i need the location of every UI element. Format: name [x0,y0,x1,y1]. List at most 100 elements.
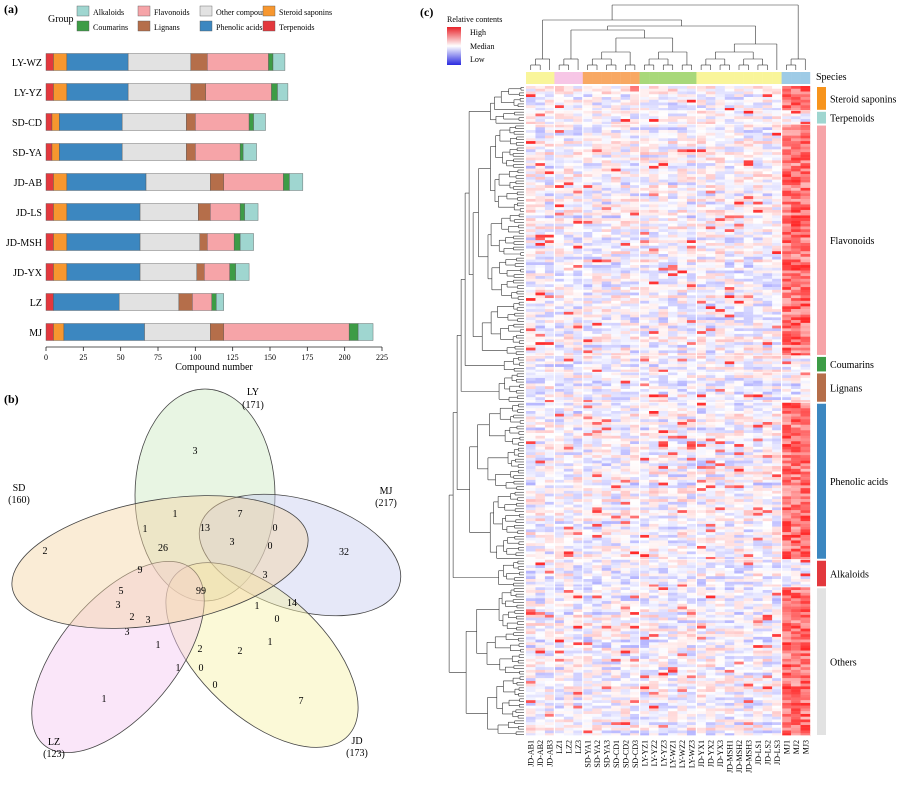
heatmap-cell [696,204,707,208]
heatmap-cell [734,196,744,200]
heatmap-cell [791,105,801,109]
heatmap-cell [639,231,650,235]
heatmap-cell [800,193,811,197]
heatmap-cell [724,124,735,128]
heatmap-cell [639,383,650,387]
heatmap-cell [630,163,640,167]
heatmap-cell [620,110,631,114]
heatmap-cell [800,88,811,92]
heatmap-cell [582,419,593,423]
species-cell [686,72,697,84]
heatmap-cell [658,99,669,103]
x-axis-label: Compound number [175,362,253,373]
heatmap-cell [649,259,659,263]
heatmap-cell [696,119,707,123]
heatmap-cell [554,86,565,89]
heatmap-cell [592,408,602,412]
heatmap-cell [724,165,735,169]
heatmap-cell [658,86,669,89]
heatmap-cell [743,320,754,324]
heatmap-cell [611,287,621,291]
heatmap-cell [696,394,707,398]
heatmap-cell [544,342,555,346]
heatmap-cell [743,325,754,329]
heatmap-cell [696,97,707,100]
heatmap-cell [611,165,621,169]
heatmap-cell [696,276,707,279]
heatmap-cell [611,278,621,282]
heatmap-cell [630,336,640,340]
heatmap-cell [620,336,631,340]
heatmap-cell [611,391,621,395]
heatmap-cell [630,416,640,420]
heatmap-cell [554,413,565,417]
heatmap-cell [696,366,707,370]
heatmap-cell [639,99,650,103]
heatmap-cell [535,130,546,134]
heatmap-cell [554,265,565,268]
heatmap-cell [563,204,574,208]
heatmap-cell [601,306,612,310]
heatmap-cell [554,215,565,219]
heatmap-cell [611,311,621,315]
heatmap-cell [800,240,811,244]
heatmap-cell [668,377,678,381]
heatmap-cell [535,198,546,202]
heatmap-cell [762,229,773,233]
heatmap-cell [582,135,593,139]
heatmap-cell [762,256,773,260]
heatmap-cell [734,413,744,417]
heatmap-cell [668,361,678,365]
heatmap-cell [762,369,773,373]
heatmap-cell [791,446,801,450]
heatmap-cell [686,369,697,373]
heatmap-cell [734,416,744,420]
heatmap-cell [582,366,593,370]
heatmap-cell [677,366,688,370]
heatmap-cell [544,430,555,434]
heatmap-cell [630,361,640,365]
heatmap-cell [582,309,593,313]
heatmap-cell [658,369,669,373]
heatmap-cell [526,287,536,291]
heatmap-cell [686,121,697,125]
heatmap-cell [563,339,574,343]
heatmap-cell [686,204,697,208]
heatmap-cell [592,259,602,263]
heatmap-cell [668,212,678,216]
heatmap-cell [620,215,631,219]
heatmap-cell [781,344,792,348]
heatmap-cell [526,309,536,313]
heatmap-cell [715,284,725,288]
heatmap-cell [743,328,754,332]
heatmap-cell [535,309,546,313]
heatmap-cell [753,212,763,216]
heatmap-cell [592,339,602,343]
heatmap-cell [696,375,707,379]
heatmap-cell [601,298,612,302]
heatmap-cell [734,190,744,194]
heatmap-cell [705,165,716,169]
heatmap-cell [582,265,593,268]
heatmap-cell [734,347,744,351]
heatmap-cell [649,295,659,299]
heatmap-cell [526,105,536,109]
heatmap-cell [630,212,640,216]
heatmap-cell [526,276,536,279]
bar-segment-lignans [190,83,206,101]
heatmap-cell [686,187,697,191]
heatmap-cell [554,185,565,189]
heatmap-cell [696,179,707,183]
heatmap-cell [573,165,583,169]
bar-segment-other-compounds [139,233,201,251]
heatmap-cell [582,273,593,277]
heatmap-cell [563,383,574,387]
heatmap-cell [601,190,612,194]
venn-region-count: 5 [119,586,124,597]
heatmap-cell [563,292,574,296]
heatmap-cell [582,386,593,390]
heatmap-cell [686,234,697,238]
heatmap-cell [630,193,640,197]
heatmap-cell [601,300,612,304]
heatmap-cell [563,229,574,233]
